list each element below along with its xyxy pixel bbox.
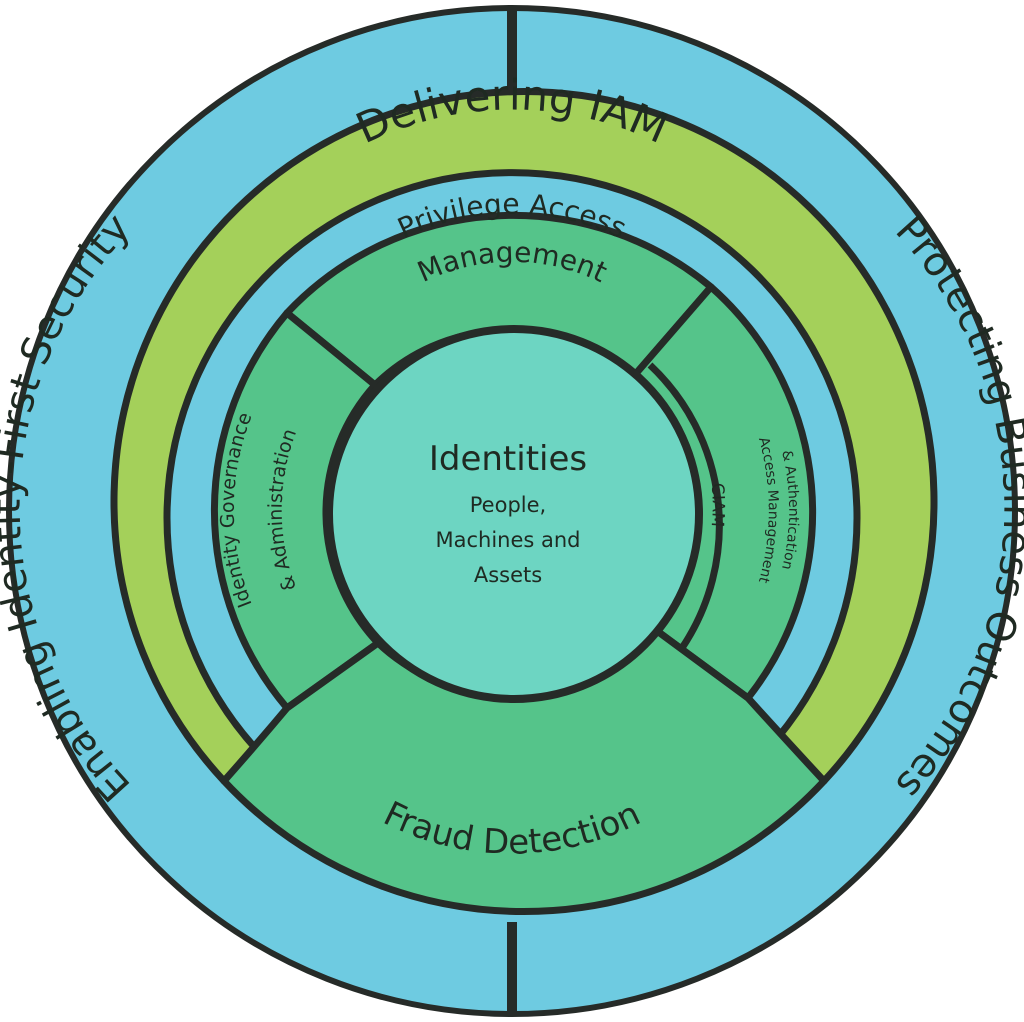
core-line3: Assets	[474, 563, 542, 587]
core-line1: People,	[470, 493, 546, 517]
core-identities-circle	[325, 325, 703, 703]
segment-ciam-divider	[647, 362, 723, 650]
core-line2: Machines and	[435, 528, 580, 552]
core-title: Identities	[429, 439, 587, 479]
ciam-label: CIAM	[707, 482, 728, 527]
am-label-line2: & Authentication	[778, 449, 801, 572]
delivering-iam-ring	[110, 88, 938, 785]
